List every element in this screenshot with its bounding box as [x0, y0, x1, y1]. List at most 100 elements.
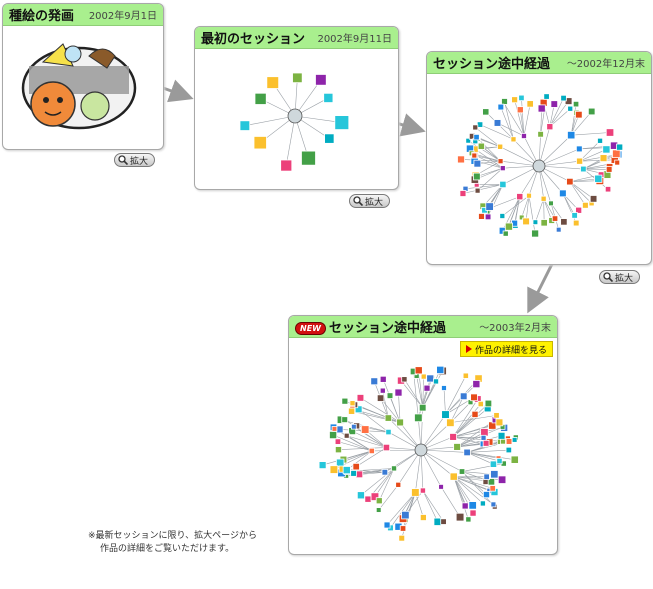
artwork-thumbnail — [419, 514, 427, 521]
artwork-thumbnail — [341, 416, 349, 424]
link-line — [452, 398, 479, 438]
artwork-thumbnail — [505, 446, 512, 454]
link-line — [398, 392, 401, 423]
zoom-button-first-session[interactable]: 拡大 — [349, 194, 391, 208]
artwork-thumbnail — [368, 447, 375, 455]
link-line — [337, 441, 372, 452]
link-line — [538, 165, 584, 170]
zoom-button-seed[interactable]: 拡大 — [114, 153, 156, 167]
artwork-thumbnail — [433, 517, 442, 526]
link-line — [360, 397, 401, 423]
link-line — [389, 395, 401, 423]
panel-title: 最初のセッション — [201, 32, 306, 47]
link-line — [571, 132, 611, 136]
artwork-thumbnail — [604, 186, 612, 193]
session-network-map[interactable] — [195, 49, 396, 187]
link-line — [343, 450, 372, 460]
artwork-thumbnail — [472, 124, 479, 131]
link-line — [467, 452, 515, 460]
artwork-thumbnail — [504, 222, 513, 231]
artwork-thumbnail — [576, 157, 584, 165]
link-line — [420, 449, 424, 491]
zoom-button-session-dec[interactable]: 拡大 — [599, 270, 641, 284]
artwork-thumbnail — [348, 407, 356, 415]
artwork-thumbnail — [375, 507, 382, 513]
artwork-thumbnail — [477, 142, 485, 150]
artwork-thumbnail — [459, 190, 467, 197]
link-line — [543, 198, 552, 221]
link-line — [538, 148, 580, 167]
link-line — [445, 375, 467, 415]
link-line — [453, 476, 473, 506]
link-line — [452, 403, 482, 438]
link-line — [479, 124, 514, 140]
artwork-thumbnail — [396, 418, 404, 427]
link-line — [352, 430, 387, 448]
magnifier-icon — [353, 196, 363, 206]
link-line — [378, 484, 399, 511]
artwork-thumbnail — [379, 387, 386, 394]
link-line — [466, 452, 494, 465]
artwork-thumbnail — [602, 145, 611, 154]
artwork-thumbnail — [352, 462, 360, 471]
artwork-thumbnail — [329, 430, 338, 440]
link-line — [453, 476, 466, 507]
link-line — [404, 379, 423, 408]
hub-node — [287, 108, 303, 124]
artwork-thumbnail — [463, 448, 471, 457]
artwork-thumbnail — [441, 410, 450, 419]
artwork-thumbnail — [395, 481, 402, 488]
link-line — [477, 160, 501, 164]
artwork-thumbnail — [526, 100, 534, 108]
artwork-thumbnail — [370, 492, 380, 501]
view-details-button[interactable]: 作品の詳細を見る — [459, 341, 553, 357]
link-line — [569, 181, 594, 200]
artwork-thumbnail — [355, 470, 364, 479]
artwork-thumbnail — [449, 472, 458, 481]
session-network-map[interactable] — [427, 74, 649, 262]
link-line — [443, 388, 446, 415]
footnote-line-1: ※最新セッションに限り、拡大ページから — [88, 531, 258, 541]
magnifier-icon — [603, 272, 613, 282]
artwork-thumbnail — [489, 485, 496, 492]
artwork-thumbnail — [543, 93, 550, 100]
link-line — [528, 195, 536, 234]
artwork-thumbnail — [468, 501, 477, 510]
session-network-map[interactable] — [289, 338, 555, 552]
artwork-thumbnail — [462, 372, 469, 379]
artwork-thumbnail — [559, 189, 567, 198]
artwork-thumbnail — [500, 438, 506, 445]
link-line — [503, 101, 525, 137]
link-line — [413, 371, 419, 418]
link-line — [346, 450, 372, 471]
artwork-thumbnail — [560, 94, 567, 102]
link-line — [388, 417, 422, 451]
artwork-thumbnail — [548, 200, 554, 207]
artwork-thumbnail — [537, 131, 544, 138]
artwork-thumbnail — [555, 226, 562, 233]
hub-node — [414, 443, 428, 457]
artwork-thumbnail — [446, 418, 455, 427]
artwork-thumbnail — [370, 377, 379, 386]
artwork-thumbnail — [599, 154, 608, 163]
artwork-thumbnail — [350, 470, 357, 477]
panel-session-progress-dec: セッション途中経過 ～2002年12月末 — [426, 51, 652, 265]
network-group — [457, 93, 624, 238]
link-line — [332, 434, 372, 452]
artwork-thumbnail — [612, 149, 621, 159]
artwork-thumbnail — [341, 397, 349, 405]
artwork-thumbnail — [489, 460, 498, 468]
artwork-thumbnail — [324, 133, 335, 144]
artwork-thumbnail — [551, 215, 559, 222]
artwork-thumbnail — [457, 155, 465, 164]
panel-title-text: セッション途中経過 — [328, 321, 446, 336]
link-line — [452, 408, 488, 438]
artwork-thumbnail — [497, 143, 504, 150]
artwork-thumbnail — [441, 385, 447, 391]
artwork-thumbnail — [589, 195, 598, 203]
link-line — [514, 196, 521, 224]
artwork-thumbnail — [546, 123, 554, 131]
seed-drawing-image[interactable] — [3, 26, 161, 146]
link-line — [453, 476, 493, 489]
